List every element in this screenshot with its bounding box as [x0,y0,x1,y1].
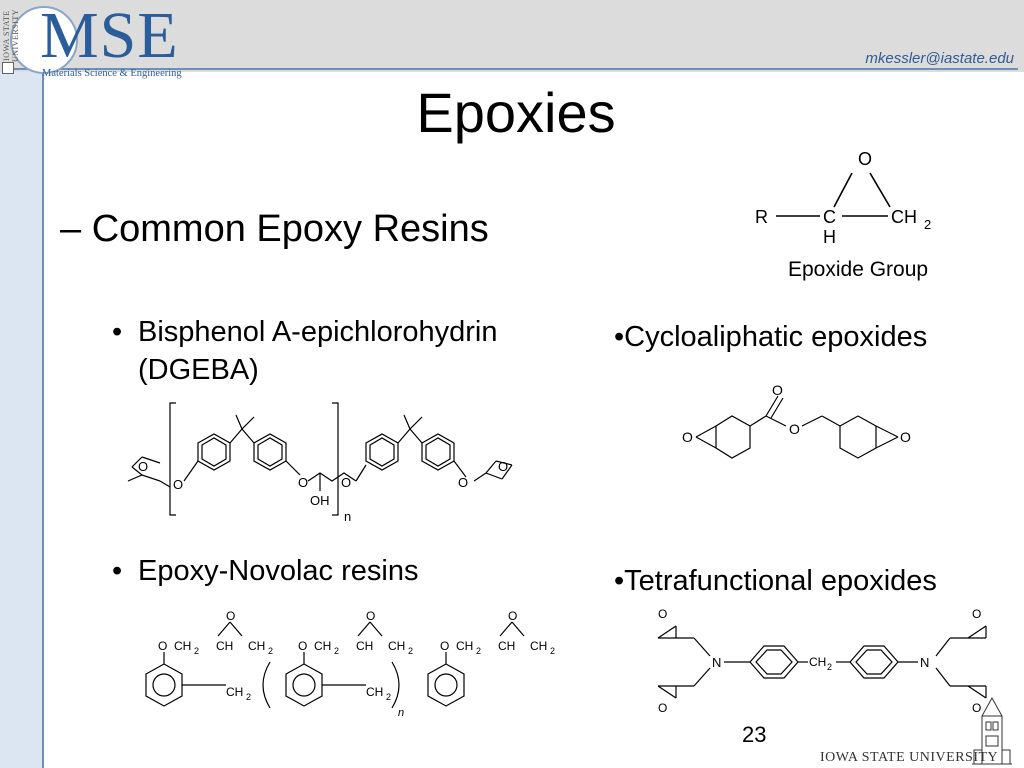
epoxide-o: O [858,149,872,169]
tetra-o-1: O [658,607,667,621]
novolac-bridge-ch2-2: CH [366,685,383,699]
novolac-ch2-2: CH [248,639,265,653]
header-band [0,0,1024,72]
novolac-sub2: 2 [550,646,555,656]
tetra-n-left: N [712,655,721,670]
novolac-o-2: O [298,639,307,653]
dgeba-oh: OH [310,493,330,508]
section-heading: – Common Epoxy Resins [60,208,489,250]
bullet-tetrafunctional: •Tetrafunctional epoxides [614,562,937,600]
tetra-sub2: 2 [827,662,832,672]
bullet-dgeba: • Bisphenol A-epichlorohydrin (DGEBA) [112,313,582,389]
dgeba-o-ether-3: O [341,475,351,490]
novolac-sub2: 2 [334,646,339,656]
novolac-o-3: O [440,639,449,653]
cyclo-o-carbonyl: O [772,382,783,398]
dgeba-o-ether-2: O [298,475,308,490]
epoxide-h: H [823,227,836,247]
novolac-sub2: 2 [194,646,199,656]
slide-title: Epoxies [416,81,616,144]
tetrafunctional-structure: O O N CH 2 N O O [657,607,987,715]
novolac-ch2-3: CH [314,639,331,653]
campanile-icon [972,696,1012,765]
bond [869,172,891,208]
author-email: mkessler@iastate.edu [865,50,1014,67]
novolac-o-1: O [158,639,167,653]
epoxide-group-label: Epoxide Group [788,258,929,281]
cyclo-o-left: O [682,429,693,445]
novolac-epoxide-o-1: O [226,609,235,623]
epoxide-group-diagram: O R C CH 2 H [755,149,931,247]
tetra-n-right: N [920,655,929,670]
bullet-text: Epoxy-Novolac resins [138,555,419,587]
header-divider [8,68,1018,70]
dgeba-o-ether-1: O [173,477,183,492]
novolac-ch-1: CH [216,639,233,653]
novolac-ch-3: CH [498,639,515,653]
novolac-sub2: 2 [476,646,481,656]
logo-text: MSE [40,0,179,72]
cyclo-o-right: O [900,429,911,445]
bullet-text: Bisphenol A-epichlorohydrin (DGEBA) [138,316,498,386]
bullet-cycloaliphatic: •Cycloaliphatic epoxides [614,318,927,356]
novolac-epoxide-o-3: O [508,609,517,623]
cycloaliphatic-structure: O O O O [682,382,911,459]
bullet-text: Tetrafunctional epoxides [624,565,937,597]
novolac-sub2: 2 [386,692,391,702]
dgeba-structure: O O O OH n O O O [127,402,513,524]
novolac-structure: O CH 2 CH CH 2 O CH 2 O CH 2 CH CH 2 O C… [145,609,555,719]
novolac-n: n [398,707,404,719]
tetra-ch2: CH [809,655,826,669]
tetra-o-3: O [972,607,981,621]
epoxide-c: C [823,207,836,227]
bullet-text: Cycloaliphatic epoxides [624,321,928,353]
cyclo-o-ester: O [789,421,800,437]
epoxide-sub2: 2 [924,217,931,232]
novolac-ch2-4: CH [388,639,405,653]
bullet-marker: • [112,555,123,587]
bond [833,172,853,208]
epoxide-r: R [755,207,768,227]
novolac-sub2: 2 [408,646,413,656]
bullet-marker: • [614,565,625,597]
novolac-ch2-6: CH [530,639,547,653]
tetra-o-4: O [972,701,981,715]
novolac-ch2-1: CH [174,639,191,653]
dgeba-o-epoxide-left: O [138,459,148,474]
novolac-ch2-5: CH [456,639,473,653]
dgeba-o-ether-4: O [458,475,468,490]
dgeba-n: n [344,509,351,524]
left-band [0,72,42,768]
novolac-sub2: 2 [246,692,251,702]
bullet-novolac: • Epoxy-Novolac resins [112,552,418,590]
tetra-o-2: O [658,701,667,715]
novolac-bridge-ch2-1: CH [226,685,243,699]
university-footer: IOWA STATE UNIVERSITY [820,750,999,765]
bullet-marker: • [112,316,123,348]
novolac-ch-2: CH [356,639,373,653]
logo-circle [10,6,78,74]
logo-square [2,62,14,74]
logo-subtitle: Materials Science & Engineering [42,68,182,79]
logo-university-vertical: IOWA STATE UNIVERSITY [2,9,20,63]
page-number: 23 [742,722,767,747]
left-divider [42,60,44,768]
novolac-sub2: 2 [268,646,273,656]
novolac-epoxide-o-2: O [366,609,375,623]
epoxide-ch: CH [891,207,917,227]
bullet-marker: • [614,321,625,353]
dgeba-o-epoxide-right: O [498,459,508,474]
